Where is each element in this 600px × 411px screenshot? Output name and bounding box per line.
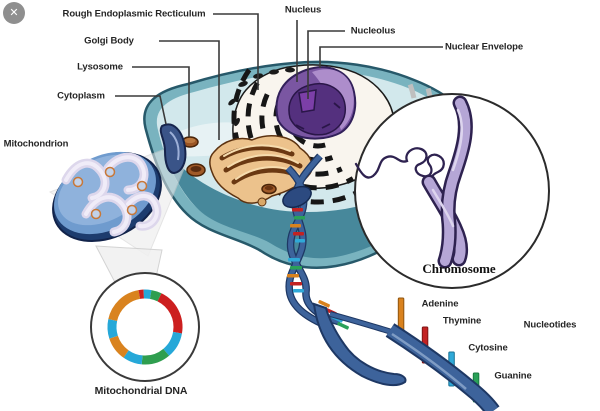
label-nucleus: Nucleus xyxy=(284,4,322,16)
mitochondrial-dna-inset xyxy=(90,272,200,382)
leader-cytoplasm xyxy=(115,95,167,125)
mitochondrion-granules xyxy=(72,166,148,220)
leader-golgi xyxy=(159,40,220,140)
dna-ribbon-lower xyxy=(312,297,500,411)
leader-nuclear-envelope xyxy=(319,46,443,68)
label-nucleolus: Nucleolus xyxy=(350,25,396,37)
label-mitochondrion: Mitochondrion xyxy=(3,138,69,150)
label-nucleotides: Nucleotides xyxy=(523,319,577,331)
label-adenine: Adenine xyxy=(421,298,459,310)
leader-lysosome xyxy=(132,66,190,137)
label-cytoplasm: Cytoplasm xyxy=(57,90,105,102)
nucleus-inner xyxy=(288,83,347,136)
nucleus-ticks xyxy=(295,102,341,130)
dna-thread-squiggle xyxy=(354,147,445,188)
leader-lines xyxy=(115,13,443,140)
leader-nucleolus xyxy=(307,30,345,99)
label-nuclear-envelope: Nuclear Envelope xyxy=(444,41,524,53)
close-icon: ✕ xyxy=(9,6,19,19)
golgi-vesicle xyxy=(257,197,267,207)
chromosome-shape xyxy=(421,95,473,269)
label-golgi-body: Golgi Body xyxy=(84,35,134,47)
label-lysosome: Lysosome xyxy=(77,61,123,73)
close-button[interactable]: ✕ xyxy=(3,2,25,24)
golgi-body-shape xyxy=(209,135,313,207)
ribbon-curl xyxy=(312,302,407,387)
lysosome-shapes xyxy=(181,136,277,195)
label-guanine: Guanine xyxy=(494,370,532,382)
chromosome-inset xyxy=(354,93,550,289)
label-rough-er: Rough Endoplasmic Recticulum xyxy=(62,8,206,20)
label-cytosine: Cytosine xyxy=(468,342,508,354)
mitochondrion-shape xyxy=(52,151,162,243)
label-chromosome: Chromosome xyxy=(422,261,496,276)
nucleolus-shape xyxy=(298,89,317,113)
small-mitochondrion-crescent xyxy=(159,123,187,175)
leader-rough-er xyxy=(213,13,259,90)
chromatin-blob xyxy=(282,185,312,209)
mito-dna-plasmid-ring xyxy=(107,289,183,365)
label-thymine: Thymine xyxy=(442,315,482,327)
dna-helix-upper xyxy=(282,153,349,332)
nucleus-shape xyxy=(275,66,357,140)
label-mitochondrial-dna: Mitochondrial DNA xyxy=(94,385,188,397)
